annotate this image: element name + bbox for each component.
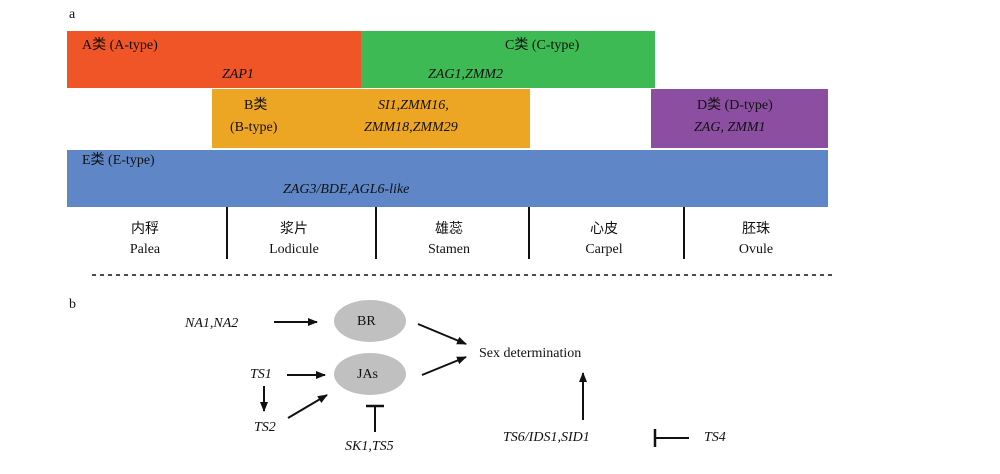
arrow-br-to-sex	[417, 323, 467, 345]
na-label: NA1,NA2	[185, 316, 239, 331]
a-class-bar	[67, 31, 361, 88]
organ-divider	[375, 207, 377, 259]
br-label: BR	[357, 314, 376, 329]
organ-en: Carpel	[585, 242, 623, 257]
organ-stamen: 雄蕊 Stamen	[374, 220, 524, 260]
e-class-genes: ZAG3/BDE,AGL6-like	[283, 182, 410, 197]
organ-palea: 内稃 Palea	[70, 220, 220, 260]
organ-en: Stamen	[428, 242, 470, 257]
organ-en: Ovule	[738, 242, 774, 257]
organ-zh: 胚珠	[742, 222, 770, 237]
organ-en: Lodicule	[269, 242, 319, 257]
b-class-genes-line2: ZMM18,ZMM29	[364, 120, 458, 135]
organ-en: Palea	[129, 242, 161, 257]
arrow-ts2-to-jas	[287, 394, 328, 419]
organ-divider	[528, 207, 530, 259]
organ-divider	[226, 207, 228, 259]
organ-zh: 雄蕊	[435, 222, 463, 237]
ts2-label: TS2	[254, 420, 276, 435]
panel-b-label: b	[69, 297, 76, 312]
ts1-label: TS1	[250, 367, 272, 382]
ts4-label: TS4	[704, 430, 726, 445]
panel-a-label: a	[69, 7, 76, 22]
d-class-name: D类 (D-type)	[697, 98, 773, 113]
jas-node	[334, 353, 406, 395]
organ-zh: 浆片	[280, 222, 308, 237]
c-class-name: C类 (C-type)	[505, 38, 580, 53]
b-class-name-line1: B类	[244, 98, 268, 113]
d-class-bar	[651, 89, 828, 148]
organ-zh: 内稃	[131, 222, 159, 237]
a-class-genes: ZAP1	[222, 67, 254, 82]
arrow-jas-to-sex	[421, 356, 467, 376]
e-class-name: E类 (E-type)	[82, 153, 155, 168]
br-node	[334, 300, 406, 342]
jas-label: JAs	[357, 367, 379, 382]
ts6-label: TS6/IDS1,SID1	[503, 430, 590, 445]
d-class-genes: ZAG, ZMM1	[694, 120, 766, 135]
b-class-genes-line1: SI1,ZMM16,	[378, 98, 449, 113]
organ-ovule: 胚珠 Ovule	[681, 220, 831, 260]
organ-lodicule: 浆片 Lodicule	[219, 220, 369, 260]
organ-carpel: 心皮 Carpel	[529, 220, 679, 260]
c-class-genes: ZAG1,ZMM2	[428, 67, 504, 82]
b-class-bar	[212, 89, 530, 148]
sex-determination-label: Sex determination	[479, 346, 582, 361]
b-class-name-line2: (B-type)	[230, 120, 278, 135]
c-class-bar	[361, 31, 655, 88]
e-class-bar	[67, 150, 828, 207]
a-class-name: A类 (A-type)	[82, 38, 158, 53]
sk-ts5-label: SK1,TS5	[345, 439, 394, 454]
organ-zh: 心皮	[590, 222, 618, 237]
organ-divider	[683, 207, 685, 259]
